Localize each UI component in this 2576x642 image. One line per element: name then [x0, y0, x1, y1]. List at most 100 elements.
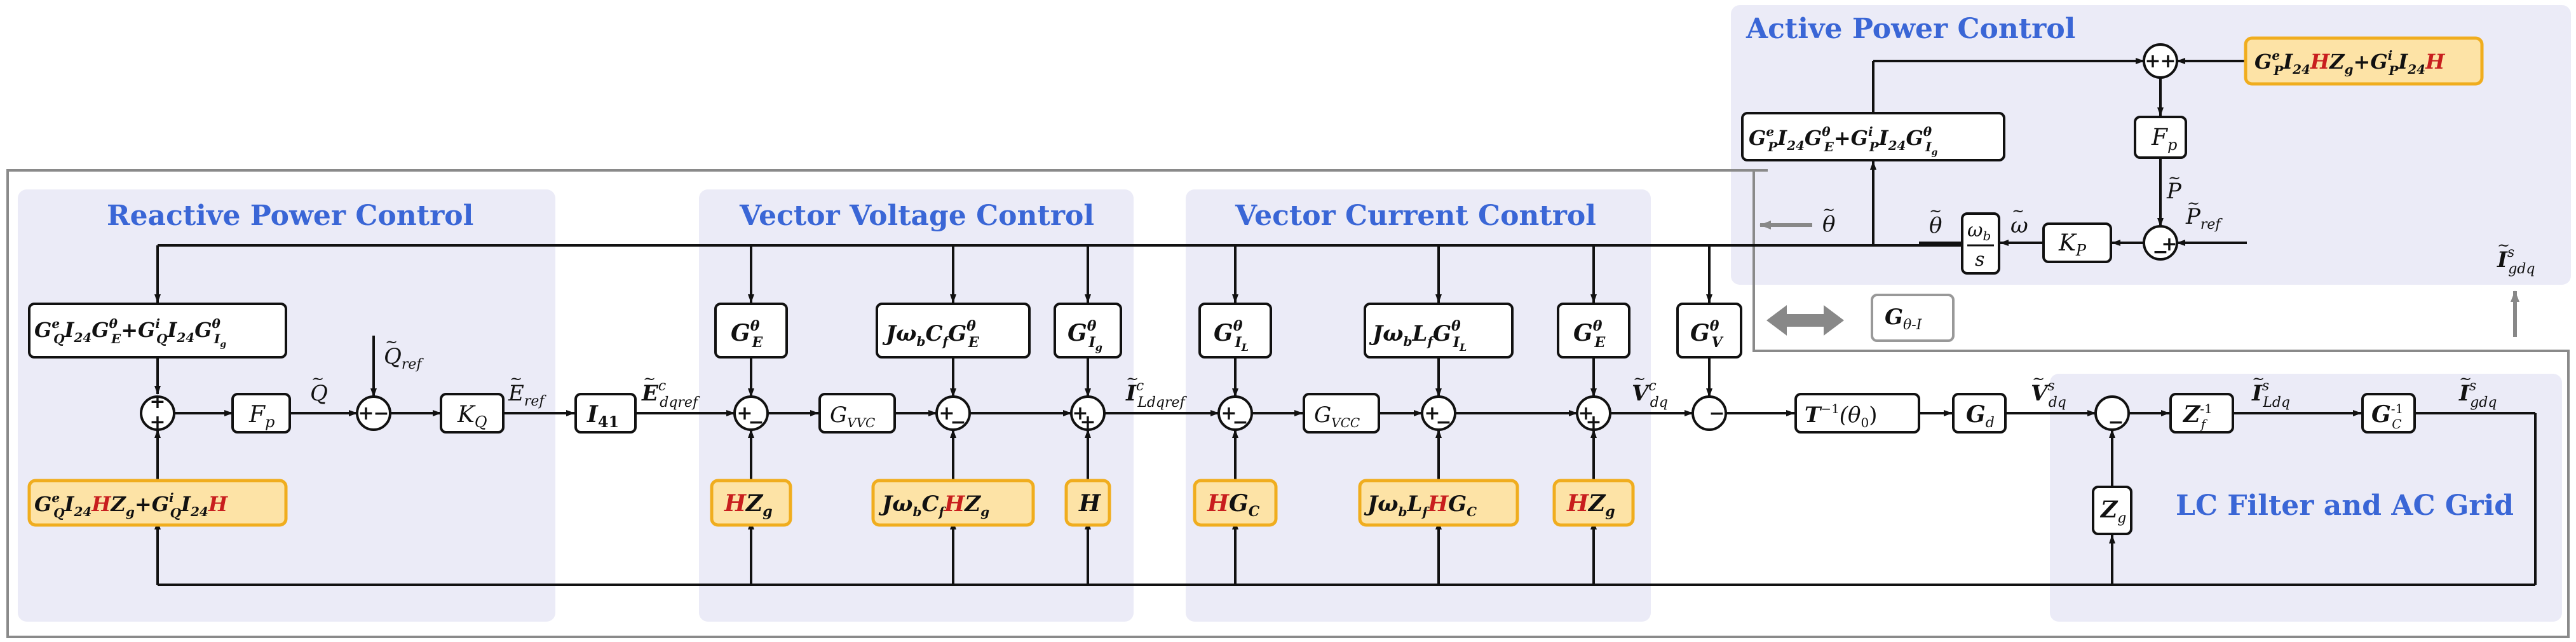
label-omega-num: ωb — [1967, 219, 1991, 243]
label-gvcc: GVCC — [1314, 402, 1360, 430]
sig-i-gdq-s-mark: ~ — [2459, 370, 2472, 388]
sig-e-ref-mark: ~ — [510, 370, 522, 388]
sig-p-tilde-mark: ~ — [2168, 169, 2181, 187]
label-hl-h: H — [1078, 490, 1101, 517]
sig-v-dq-c-mark: ~ — [1633, 370, 1646, 388]
sig-p-ref: Pref — [2185, 204, 2223, 233]
block-kq — [440, 393, 505, 434]
svg-text:+: + — [939, 402, 954, 425]
white-blocks — [28, 112, 2416, 535]
double-arrow-icon — [1766, 305, 1844, 336]
sum-q-1 — [140, 395, 175, 431]
block-gil — [1198, 303, 1272, 359]
svg-text:+: + — [358, 402, 374, 425]
svg-text:−: − — [1709, 402, 1725, 425]
heading-lc-filter: LC Filter and AC Grid — [2176, 489, 2514, 522]
sum-signs: ++ −+ ++ +− +− +− ++ +− +− ++ − − — [149, 50, 2177, 434]
label-kp: KP — [2058, 230, 2087, 259]
svg-text:+: + — [1578, 402, 1594, 425]
block-gd — [1952, 393, 2007, 434]
block-gtheta-i — [1871, 294, 1955, 342]
highlight-blocks — [27, 36, 2484, 527]
sig-e-ref: Eref — [508, 381, 546, 409]
hl-hz-1 — [710, 479, 792, 527]
svg-text:−: − — [2108, 411, 2124, 434]
sum-vv-2 — [935, 395, 971, 431]
block-gig — [1054, 303, 1122, 359]
label-hl-jwlfhgc: JωbLfHGC — [1364, 491, 1477, 519]
sum-vdq — [1691, 395, 1727, 431]
svg-text:+: + — [1424, 402, 1440, 425]
svg-text:−: − — [1232, 411, 1248, 434]
signal-lines — [154, 58, 2537, 586]
label-fp-reactive: Fp — [248, 402, 275, 431]
svg-text:−: − — [950, 411, 966, 434]
label-hl-hz-1: HZg — [724, 490, 773, 520]
block-gvvc — [818, 393, 896, 434]
label-hl-jwcfhz: JωbCfHZg — [878, 491, 989, 519]
svg-text:+: + — [2161, 233, 2177, 256]
block-gq-feedback — [28, 303, 287, 359]
block-gvcc — [1303, 393, 1380, 434]
block-i41 — [574, 393, 637, 434]
hl-h — [1064, 479, 1111, 527]
label-fp-active: Fp — [2151, 125, 2177, 154]
sum-grid — [2094, 395, 2130, 431]
label-kq: KQ — [457, 402, 487, 431]
block-ge-2 — [1557, 303, 1630, 359]
block-tinv — [1794, 393, 1920, 434]
sig-i-ldq-s-mark: ~ — [2252, 370, 2265, 388]
label-tinv: T−1(θ0) — [1805, 401, 1878, 430]
sig-p-ref-mark: ~ — [2187, 195, 2200, 212]
block-gp-feedback — [1741, 112, 2005, 161]
sig-q-tilde: Q — [310, 381, 328, 406]
sum-p-top — [2143, 43, 2178, 79]
heading-vector-current: Vector Current Control — [1235, 200, 1596, 232]
sum-vv-3 — [1070, 395, 1106, 431]
svg-text:+: + — [1072, 402, 1088, 425]
panel-vector-current — [1186, 189, 1651, 622]
label-zg: Zg — [2099, 496, 2126, 526]
label-gvvc: GVVC — [830, 402, 875, 430]
svg-text:−: − — [2152, 241, 2168, 263]
block-ge-1 — [714, 303, 788, 359]
sig-theta: θ — [1929, 213, 1942, 238]
svg-text:+: + — [1221, 402, 1237, 425]
sig-e-dqref-mark: ~ — [643, 370, 656, 388]
heading-vector-voltage: Vector Voltage Control — [739, 200, 1094, 232]
block-gc — [2361, 393, 2416, 434]
sum-junctions — [140, 43, 2178, 431]
svg-text:+: + — [149, 411, 165, 434]
sum-vv-1 — [733, 395, 769, 431]
hl-jwcfhz — [871, 479, 1035, 527]
panel-lc-filter — [2050, 374, 2562, 622]
sum-vc-3 — [1576, 395, 1611, 431]
outer-frame — [6, 169, 2570, 638]
grey-arrows — [1759, 221, 2519, 337]
label-hl-hgc: HGC — [1207, 490, 1260, 520]
block-fp-reactive — [231, 393, 291, 434]
sig-q-tilde-mark: ~ — [311, 370, 324, 388]
svg-text:+: + — [1080, 411, 1095, 434]
sig-omega: ω — [2010, 213, 2028, 238]
heading-reactive-power: Reactive Power Control — [107, 200, 473, 232]
block-jwcfge — [876, 303, 1031, 359]
sig-q-ref: Qref — [384, 344, 424, 372]
block-kp — [2042, 222, 2112, 263]
hl-jwlfhgc — [1358, 479, 1519, 527]
